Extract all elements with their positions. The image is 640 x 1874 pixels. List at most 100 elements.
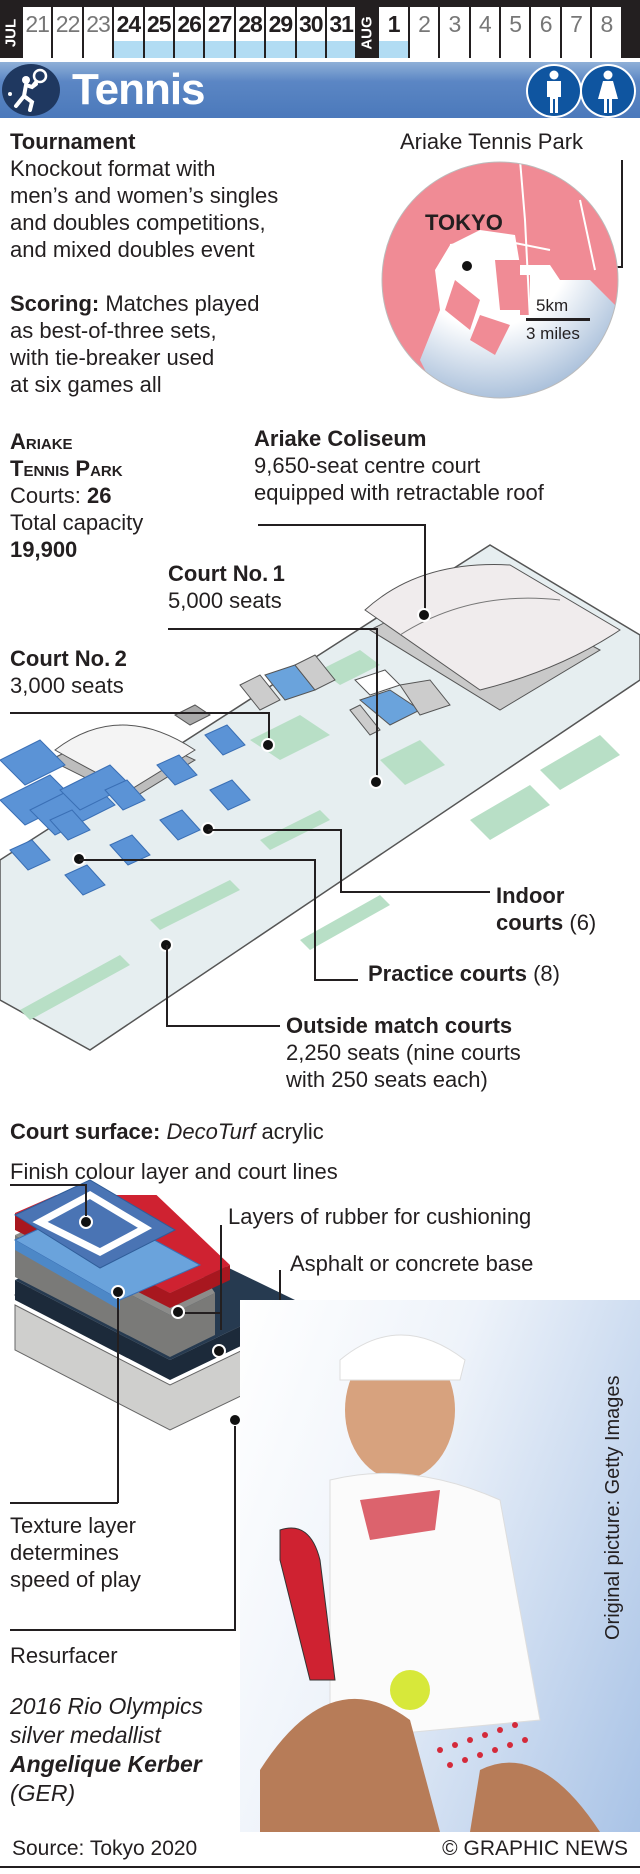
- event-day-bar: [531, 41, 559, 58]
- surface-label: Court surface:: [10, 1119, 161, 1144]
- calendar-day: 30: [296, 7, 325, 58]
- event-day-bar: [440, 41, 468, 58]
- event-day-bar: [327, 41, 356, 58]
- coliseum-desc: equipped with retractable roof: [254, 480, 544, 505]
- indoor-label: Indoor courts (6): [496, 882, 596, 936]
- athlete-line: 2016 Rio Olympics: [10, 1693, 204, 1719]
- event-day-bar: [114, 41, 143, 58]
- calendar-day: 27: [205, 7, 234, 58]
- rubber-marker: [212, 1344, 226, 1358]
- day-number: 27: [207, 11, 233, 37]
- calendar-day: 23: [83, 7, 113, 58]
- event-day-bar: [144, 41, 173, 58]
- resurfacer-leader: [10, 1629, 236, 1631]
- outside-label: Outside match courts 2,250 seats (nine c…: [286, 1012, 521, 1093]
- outside-leader: [166, 945, 168, 1027]
- athlete-line: silver medallist: [10, 1722, 161, 1748]
- court1-marker: [369, 775, 383, 789]
- day-number: 23: [86, 11, 111, 37]
- tennis-player-icon: [2, 64, 60, 116]
- tournament-heading: Tournament: [10, 129, 136, 154]
- tournament-line: and doubles competitions,: [10, 210, 266, 235]
- day-number: 6: [539, 11, 553, 37]
- court-top-layers: [0, 1170, 320, 1310]
- copyright: © GRAPHIC NEWS: [442, 1837, 628, 1860]
- calendar-day: 31: [327, 7, 356, 58]
- map-city-label: TOKYO: [425, 210, 503, 235]
- indoor-name: Indoor: [496, 883, 565, 908]
- calendar-day: 1: [379, 7, 408, 58]
- rubber-leader: [220, 1225, 222, 1330]
- calendar-day: 6: [531, 7, 560, 58]
- event-day-bar: [205, 41, 234, 58]
- finish-leader: [85, 1184, 87, 1216]
- day-number: 3: [448, 11, 461, 37]
- base-layer-label: Asphalt or concrete base: [290, 1251, 534, 1276]
- event-day-bar: [175, 41, 204, 58]
- outside-courts: [9, 724, 251, 896]
- practice-leader: [314, 979, 358, 981]
- court1-leader: [376, 628, 378, 780]
- day-number: 7: [570, 11, 583, 37]
- calendar-day: 28: [235, 7, 265, 58]
- coliseum-leader: [424, 524, 426, 614]
- indoor-leader: [208, 829, 342, 831]
- texture-line: speed of play: [10, 1567, 141, 1592]
- calendar-day: 26: [175, 7, 204, 58]
- court2-label: Court No. 2 3,000 seats: [10, 645, 127, 699]
- surface-brand: DecoTurf: [166, 1119, 256, 1144]
- calendar-day: 7: [561, 7, 591, 58]
- athlete-country: (GER): [10, 1780, 76, 1806]
- texture-line: determines: [10, 1540, 119, 1565]
- finish-leader: [10, 1184, 86, 1186]
- event-day-bar: [379, 41, 408, 58]
- tournament-section: Tournament Knockout format with men’s an…: [10, 128, 278, 263]
- day-number: 21: [25, 11, 50, 37]
- tournament-line: Knockout format with: [10, 156, 216, 181]
- day-number: 29: [268, 11, 294, 37]
- practice-leader: [79, 859, 315, 861]
- day-number: 4: [478, 11, 492, 37]
- indoor-name: courts: [496, 910, 564, 935]
- site-plan: [0, 540, 640, 1060]
- month-label: JUL: [0, 7, 22, 58]
- month-text: JUL: [2, 18, 20, 47]
- calendar-day: 4: [470, 7, 499, 58]
- coliseum-desc: 9,650-seat centre court: [254, 453, 481, 478]
- resurfacer-label: Resurfacer: [10, 1643, 118, 1668]
- tournament-line: men’s and women’s singles: [10, 183, 279, 208]
- event-day-bar: [501, 41, 529, 58]
- practice-label: Practice courts (8): [368, 960, 560, 987]
- rubber-layer-label: Layers of rubber for cushioning: [228, 1204, 532, 1229]
- locator-map: [380, 160, 620, 400]
- surface-heading: Court surface: DecoTurf acrylic: [10, 1118, 324, 1145]
- month-label: AUG: [356, 7, 379, 58]
- coliseum-leader: [258, 524, 426, 526]
- calendar-day: 2: [409, 7, 439, 58]
- calendar-day: 29: [266, 7, 295, 58]
- coliseum-label: Ariake Coliseum 9,650-seat centre court …: [254, 425, 544, 506]
- tournament-line: and mixed doubles event: [10, 237, 255, 262]
- day-number: 5: [509, 11, 522, 37]
- scoring-line: with tie-breaker used: [10, 345, 215, 370]
- court1-name: Court No. 1: [168, 561, 285, 586]
- court1-desc: 5,000 seats: [168, 588, 282, 613]
- outside-name: Outside match courts: [286, 1013, 513, 1038]
- rubber-leader: [185, 1312, 221, 1314]
- indoor-count: (6): [563, 910, 597, 935]
- calendar-day: 5: [501, 7, 530, 58]
- day-number: 30: [298, 11, 324, 37]
- court1-leader: [168, 628, 378, 630]
- texture-layer-label: Texture layer determines speed of play: [10, 1512, 141, 1593]
- day-number: 1: [387, 11, 401, 37]
- scale-bar: [526, 318, 590, 321]
- texture-marker: [111, 1285, 125, 1299]
- day-number: 26: [177, 11, 202, 37]
- outside-leader: [166, 1025, 280, 1027]
- title-banner: Tennis: [0, 62, 640, 118]
- calendar-day: 3: [440, 7, 469, 58]
- venue-marker: [460, 259, 474, 273]
- coliseum-name: Ariake Coliseum: [254, 426, 427, 451]
- event-day-bar: [53, 41, 81, 58]
- court2-leader: [10, 712, 270, 714]
